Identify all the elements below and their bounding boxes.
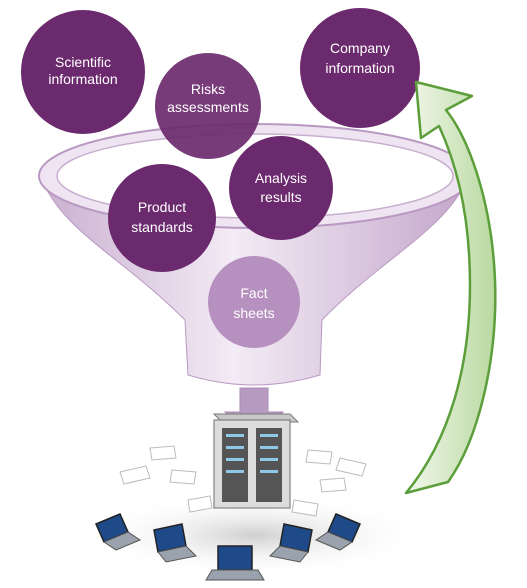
bubble-company-information: Company information	[300, 8, 420, 128]
laptop-icon	[153, 523, 198, 563]
bubble-fact-line1: Fact	[240, 285, 267, 301]
curved-arrow-icon	[404, 80, 497, 495]
bubble-analysis-line1: Analysis	[255, 170, 307, 186]
bubble-product-line2: standards	[131, 219, 192, 235]
bubble-product-standards: Product standards	[108, 164, 216, 272]
bubble-risks-assessments: Risks assessments	[155, 53, 261, 159]
laptop-icon	[314, 513, 361, 551]
bubble-product-line1: Product	[138, 199, 186, 215]
bubble-fact-line2: sheets	[233, 305, 274, 321]
laptop-icon	[205, 545, 265, 581]
bubble-scientific-line2: information	[48, 71, 117, 87]
bubble-analysis-line2: results	[260, 189, 301, 205]
bubble-fact-sheets: Fact sheets	[208, 256, 300, 348]
bubble-risks-line2: assessments	[167, 99, 249, 115]
bubble-risks-line1: Risks	[191, 81, 225, 97]
bubble-analysis-results: Analysis results	[229, 136, 333, 240]
bubble-company-line1: Company	[330, 40, 390, 56]
bubble-scientific-line1: Scientific	[55, 54, 111, 70]
bubble-company-line2: information	[325, 60, 394, 76]
laptop-icon	[95, 513, 142, 551]
server-network-icon	[80, 413, 430, 581]
bubble-scientific-information: Scientific information	[21, 10, 145, 134]
laptop-icon	[268, 523, 313, 563]
